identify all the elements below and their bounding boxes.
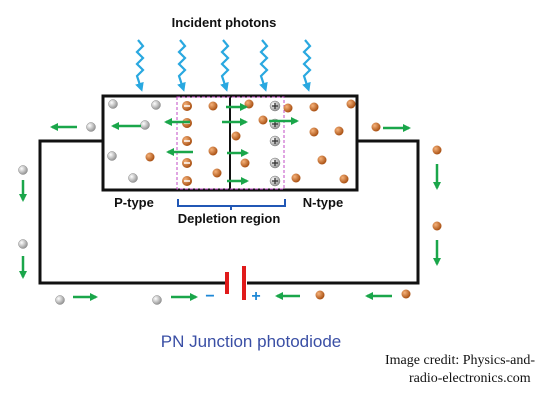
hole-icon	[152, 295, 162, 305]
image-credit-line2: radio-electronics.com	[409, 371, 531, 386]
electron-icon	[371, 122, 381, 132]
electron-icon	[401, 289, 411, 299]
hole-icon	[140, 120, 150, 130]
positive-ion-icon	[269, 100, 281, 112]
ion-group	[182, 100, 281, 187]
electron-icon	[212, 168, 222, 178]
electron-icon	[231, 131, 241, 141]
depletion-region-label: Depletion region	[178, 211, 281, 226]
hole-icon	[86, 122, 96, 132]
p-type-label: P-type	[114, 195, 154, 210]
electron-icon	[339, 174, 349, 184]
carrier-group	[18, 99, 442, 305]
electron-icon	[309, 127, 319, 137]
positive-ion-icon	[269, 135, 281, 147]
electron-icon	[291, 173, 301, 183]
negative-ion-icon	[182, 158, 192, 168]
negative-ion-icon	[182, 101, 192, 111]
hole-icon	[107, 151, 117, 161]
hole-icon	[128, 173, 138, 183]
electron-icon	[432, 145, 442, 155]
electron-icon	[208, 101, 218, 111]
image-credit-line1: Image credit: Physics-and-	[385, 353, 535, 368]
depletion-region-border	[176, 96, 285, 190]
hole-icon	[55, 295, 65, 305]
electron-icon	[315, 290, 325, 300]
photon-squiggle-icon	[177, 39, 187, 92]
depletion-bracket	[177, 199, 286, 210]
photon-squiggle-icon	[302, 39, 312, 92]
hole-icon	[18, 239, 28, 249]
photon-squiggle-icon	[135, 39, 145, 92]
positive-ion-icon	[269, 157, 281, 169]
photon-group	[135, 39, 312, 92]
diagram-title: PN Junction photodiode	[161, 332, 342, 351]
electron-icon	[240, 158, 250, 168]
electron-icon	[346, 99, 356, 109]
hole-icon	[108, 99, 118, 109]
electron-icon	[145, 152, 155, 162]
negative-ion-icon	[182, 136, 192, 146]
n-type-label: N-type	[303, 195, 343, 210]
electron-icon	[283, 103, 293, 113]
photon-squiggle-icon	[259, 39, 269, 92]
electron-icon	[432, 221, 442, 231]
electron-icon	[317, 155, 327, 165]
hole-icon	[151, 100, 161, 110]
photon-squiggle-icon	[220, 39, 230, 92]
electron-icon	[258, 115, 268, 125]
circuit-wire	[38, 139, 420, 285]
battery-plus-sign: +	[251, 288, 260, 305]
hole-icon	[18, 165, 28, 175]
incident-photons-label: Incident photons	[172, 15, 277, 30]
electron-icon	[309, 102, 319, 112]
arrow-group	[19, 103, 441, 301]
battery-minus-sign: −	[205, 288, 214, 305]
negative-ion-icon	[182, 176, 192, 186]
positive-ion-icon	[269, 175, 281, 187]
electron-icon	[334, 126, 344, 136]
electron-icon	[208, 146, 218, 156]
